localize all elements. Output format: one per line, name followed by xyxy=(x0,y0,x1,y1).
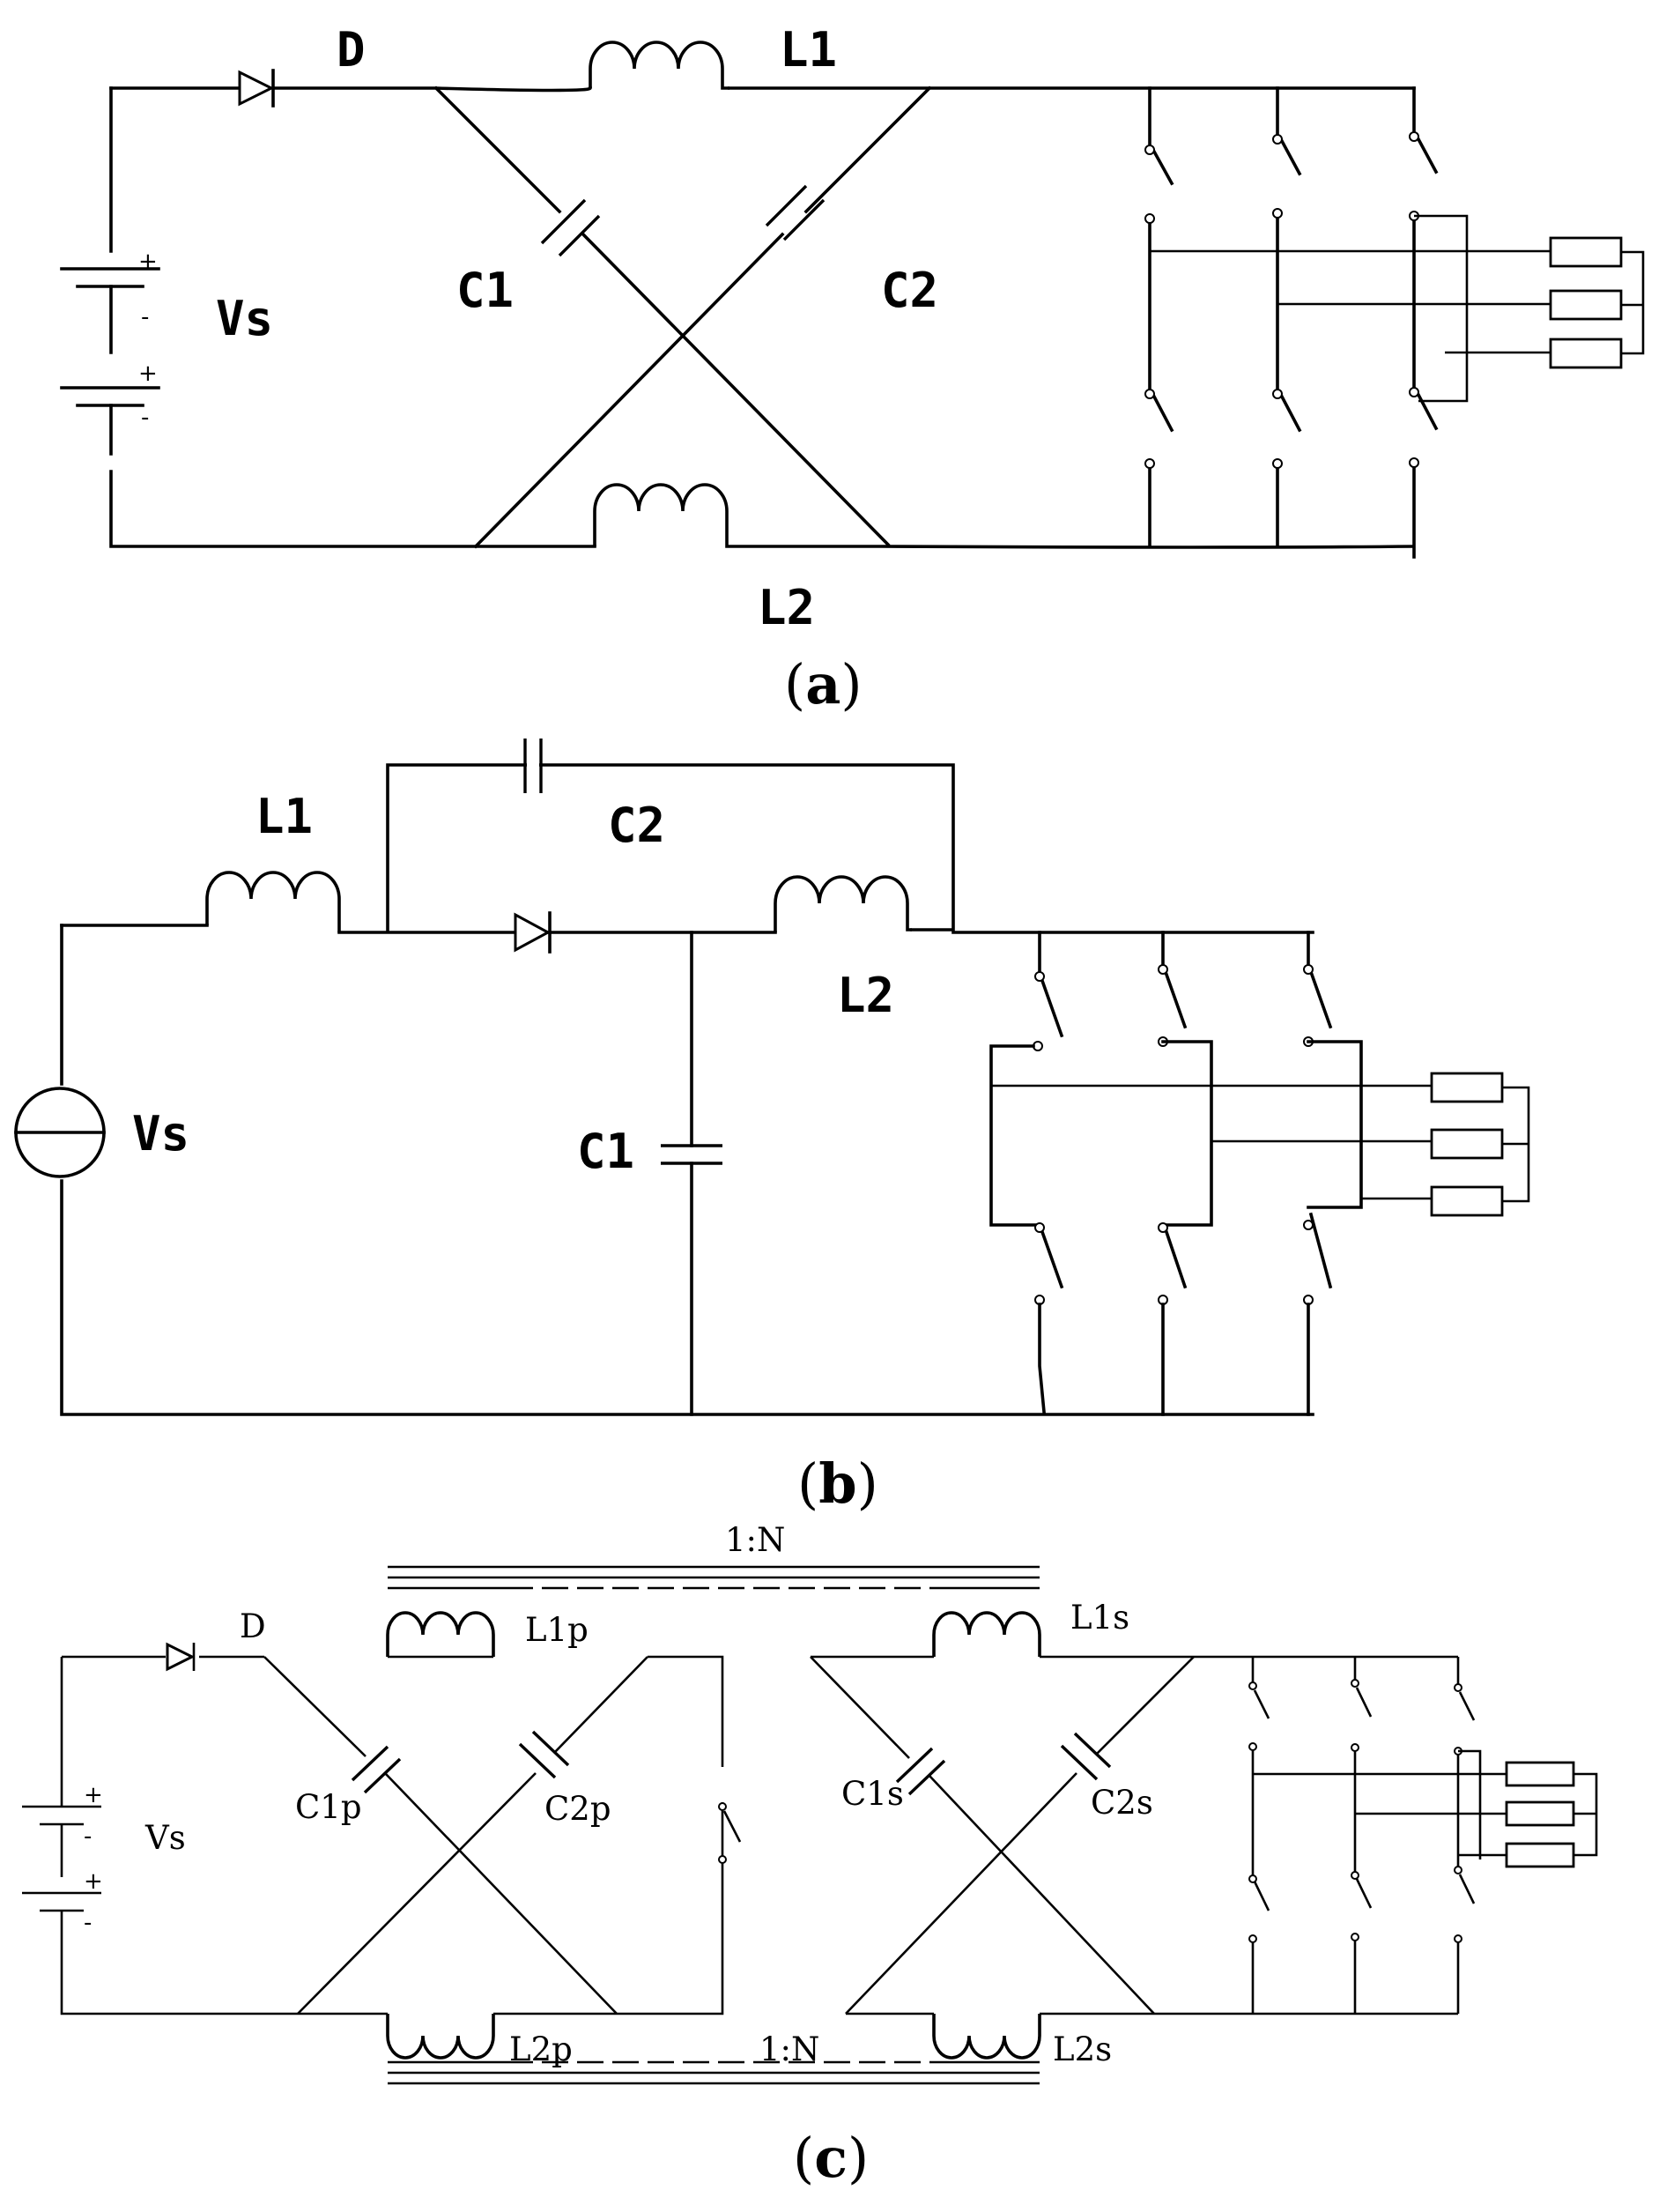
panel-c-label-d: D xyxy=(240,1607,266,1645)
panel-b-label-l1: L1 xyxy=(255,789,313,844)
panel-a-label-vs: Vs xyxy=(216,291,273,346)
panel-b-diode-icon xyxy=(514,911,552,954)
panel-c-plus-sign-2: + xyxy=(84,1868,103,1895)
panel-b-label-vs: Vs xyxy=(132,1106,189,1162)
panel-a-label-d: D xyxy=(337,22,366,78)
panel-c-label-vs: Vs xyxy=(144,1819,186,1857)
panel-c-primary-crossed-capacitors xyxy=(263,1656,648,2015)
panel-b-wires xyxy=(60,763,955,934)
panel-c-label-ratio-bottom: 1:N xyxy=(759,2030,819,2068)
panel-a-diode-icon xyxy=(238,69,275,108)
panel-a-inductor-l1-icon xyxy=(589,41,729,90)
panel-b-label-c2: C2 xyxy=(608,798,665,853)
panel-c-secondary-crossed-capacitors xyxy=(810,1656,1195,2015)
panel-c-label-ratio-top: 1:N xyxy=(725,1521,785,1559)
panel-c-label-c1p: C1p xyxy=(295,1788,362,1826)
panel-c-label-l2s: L2s xyxy=(1053,2030,1112,2068)
panel-a: + - + - xyxy=(60,22,1645,716)
panel-c-minus-sign-2: - xyxy=(84,1910,92,1936)
panel-c-label-c1s: C1s xyxy=(841,1775,904,1813)
panel-b-caption: (b) xyxy=(797,1451,878,1516)
panel-b-inductor-l2-icon xyxy=(774,875,912,932)
panel-c-inductor-l1p-icon xyxy=(386,1611,495,1657)
panel-a-plus-sign-2: + xyxy=(138,360,158,387)
panel-c-inductor-l2p-icon xyxy=(386,2014,495,2060)
panel-a-label-l1: L1 xyxy=(780,22,837,78)
panel-a-top-rail xyxy=(109,86,1416,93)
panel-c-minus-sign-1: - xyxy=(84,1823,92,1850)
panel-b-capacitor-c2-icon xyxy=(523,739,543,793)
panel-c-transformer-core-bottom xyxy=(388,2060,1040,2085)
panel-c-label-l1s: L1s xyxy=(1070,1599,1129,1637)
panel-c-label-c2p: C2p xyxy=(544,1790,611,1828)
panel-b-label-c1: C1 xyxy=(577,1124,634,1179)
panel-a-crossed-capacitors xyxy=(433,85,932,549)
panel-c-transformer-core-top xyxy=(388,1565,1040,1590)
panel-c-battery xyxy=(22,1805,101,1912)
panel-c-primary-wires xyxy=(60,1655,724,2015)
panel-c-inductor-l2s-icon xyxy=(932,2014,1041,2060)
panel-c-secondary-wires xyxy=(811,1655,1458,2015)
panel-a-inductor-l2-icon xyxy=(593,483,1415,549)
panel-c-diode-icon xyxy=(166,1642,196,1672)
panel-c-inverter-bridge xyxy=(1194,1655,1598,2014)
panel-b-inductor-l1-icon xyxy=(205,871,341,932)
panel-a-plus-sign-1: + xyxy=(138,249,158,275)
panel-c-label-c2s: C2s xyxy=(1091,1784,1153,1822)
panel-a-label-c1: C1 xyxy=(456,263,514,318)
panel-b-capacitor-c1-icon xyxy=(661,931,722,1416)
panel-a-minus-sign-2: - xyxy=(141,405,149,431)
panel-a-minus-sign-1: - xyxy=(141,304,149,330)
panel-c-plus-sign-1: + xyxy=(84,1782,103,1808)
panel-b-voltage-source-icon xyxy=(14,1087,106,1178)
panel-b-source-wires xyxy=(60,924,1314,1416)
panel-c: + - + - xyxy=(22,1521,1598,2190)
panel-c-caption: (c) xyxy=(793,2126,869,2190)
panel-a-battery xyxy=(60,267,160,407)
panel-c-label-l2p: L2p xyxy=(509,2030,573,2068)
panel-a-label-l2: L2 xyxy=(758,580,815,635)
panel-b: L1 C2 L2 Vs C1 (b) xyxy=(14,739,1530,1516)
panel-c-primary-switch xyxy=(718,1802,742,1864)
panel-b-label-l2: L2 xyxy=(837,968,894,1023)
panel-b-inverter-bridge xyxy=(951,931,1530,1416)
panel-a-caption: (a) xyxy=(784,652,863,716)
panel-a-label-c2: C2 xyxy=(881,263,938,318)
panel-c-label-l1p: L1p xyxy=(525,1611,589,1649)
panel-a-inverter-bridge xyxy=(1144,86,1645,559)
panel-c-inductor-l1s-icon xyxy=(932,1611,1041,1657)
panel-a-source-wires xyxy=(109,86,596,548)
